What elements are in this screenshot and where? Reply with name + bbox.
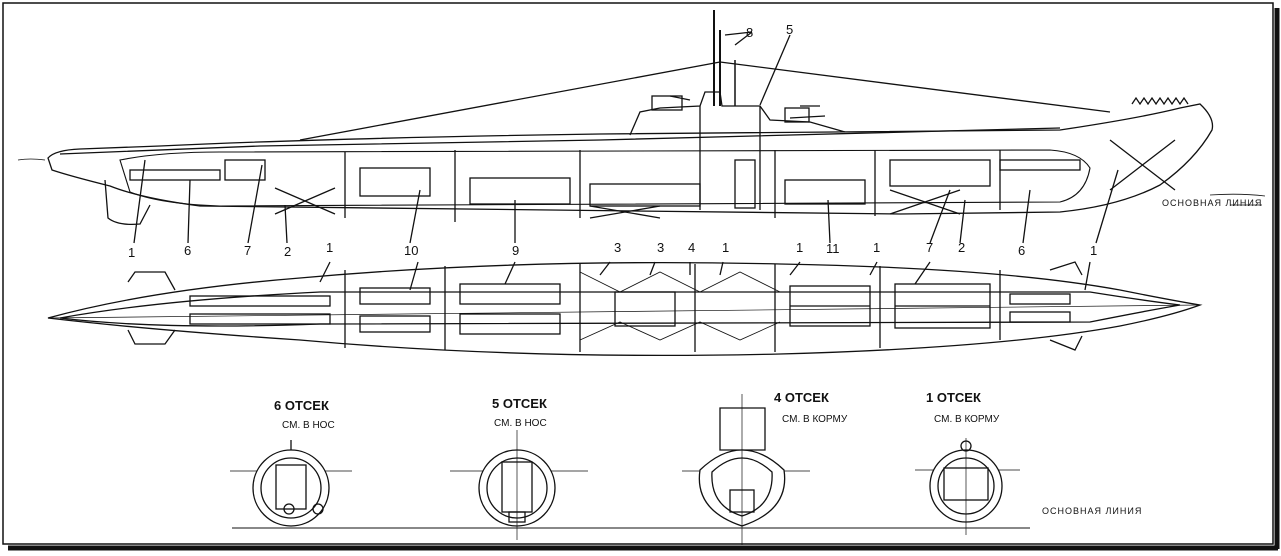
callout-1-mid: 1 <box>722 240 729 255</box>
plan-view <box>47 261 1203 357</box>
section-1-drawing <box>915 438 1020 535</box>
callout-5: 5 <box>786 22 793 37</box>
callout-11: 11 <box>826 241 840 256</box>
section-5-title: 5 ОТСЕК <box>492 396 547 411</box>
callout-1-left: 1 <box>128 245 135 260</box>
callout-1-plan: 1 <box>326 240 333 255</box>
callout-7-left: 7 <box>244 243 251 258</box>
callout-2-right: 2 <box>958 240 965 255</box>
section-5-subtitle: СМ. В НОС <box>494 418 547 429</box>
section-4-drawing <box>682 394 810 545</box>
section-1-title: 1 ОТСЕК <box>926 390 981 405</box>
callout-3b: 3 <box>657 240 664 255</box>
section-4-subtitle: СМ. В КОРМУ <box>782 414 848 425</box>
baseline-label-top: ОСНОВНАЯ ЛИНИЯ <box>1162 198 1262 208</box>
section-5-drawing <box>450 430 588 540</box>
callout-10: 10 <box>404 243 418 258</box>
callout-9: 9 <box>512 243 519 258</box>
callout-6-right: 6 <box>1018 243 1025 258</box>
callout-1-mid3: 1 <box>873 240 880 255</box>
callout-4: 4 <box>688 240 695 255</box>
callout-6-left: 6 <box>184 243 191 258</box>
section-6-title: 6 ОТСЕК <box>274 398 329 413</box>
callout-1-mid2: 1 <box>796 240 803 255</box>
callout-3a: 3 <box>614 240 621 255</box>
baseline-label-bottom: ОСНОВНАЯ ЛИНИЯ <box>1042 506 1142 516</box>
frame-border <box>2 2 1274 545</box>
callout-2-left: 2 <box>284 244 291 259</box>
section-1-subtitle: СМ. В КОРМУ <box>934 414 1000 425</box>
side-elevation <box>17 10 1266 244</box>
section-6-subtitle: СМ. В НОС <box>282 420 335 431</box>
callout-7-right: 7 <box>926 240 933 255</box>
callout-8: 8 <box>746 25 753 40</box>
callout-1-right: 1 <box>1090 243 1097 258</box>
section-6-drawing <box>230 440 352 527</box>
section-4-title: 4 ОТСЕК <box>774 390 829 405</box>
cross-sections <box>230 394 1030 545</box>
